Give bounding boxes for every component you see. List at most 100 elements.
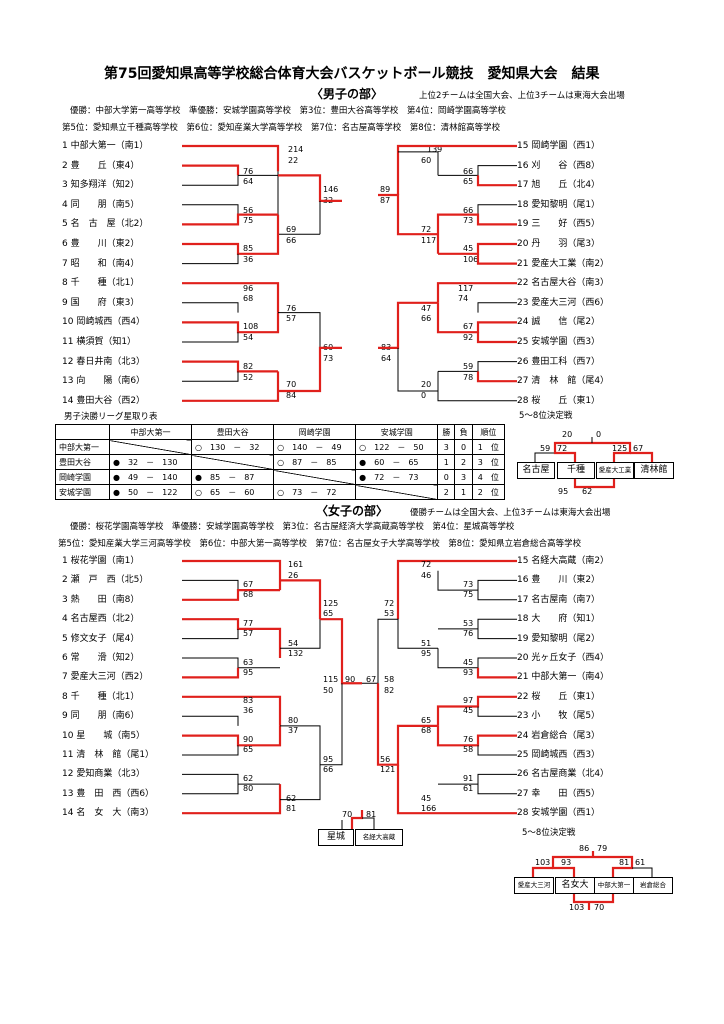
boys-place-title: 5～8位決定戦 (519, 411, 573, 421)
bracket-line (182, 213, 278, 226)
bracket-line (572, 893, 615, 904)
score-label: 66 (286, 236, 297, 245)
score-label: 36 (243, 706, 254, 715)
bracket-line (476, 253, 517, 265)
league-cell (108, 439, 193, 455)
score-label: 93 (463, 668, 474, 677)
score-label: 61 (463, 784, 474, 793)
place-score: 67 (633, 444, 644, 453)
league-caption: 男子決勝リーグ星取り表 (64, 412, 158, 422)
team-entry: 21 中部大第一（南4） (517, 672, 610, 683)
score-label: 66 (463, 167, 474, 176)
girls-results-line-1: 優勝：桜花学園高等学校 準優勝：安城学園高等学校 第3位：名古屋経済大学高蔵高等… (70, 522, 515, 532)
league-header-cell (55, 424, 110, 440)
score-label: 73 (323, 354, 334, 363)
bracket-line (477, 204, 517, 215)
bracket-line (182, 579, 239, 591)
score-label: 139 (427, 145, 443, 154)
league-cell (355, 484, 439, 500)
team-entry: 26 名古屋商業（北4） (517, 769, 610, 780)
score-label: 54 (288, 639, 299, 648)
league-cell: 2 位 (471, 484, 506, 500)
team-entry: 28 安城学園（西1） (517, 808, 601, 819)
score-label: 66 (323, 765, 334, 774)
league-cell (191, 454, 275, 470)
team-entry: 12 春日井南（北3） (62, 356, 146, 367)
score-label: 52 (243, 373, 254, 382)
score-label: 125 (323, 599, 339, 608)
score-label: 77 (243, 619, 254, 628)
score-label: 56 (243, 206, 254, 215)
league-cell: ● 50 － 122 (108, 484, 193, 500)
score-label: 36 (243, 255, 254, 264)
team-entry: 22 桜 丘（東1） (517, 691, 601, 702)
team-entry: 2 豊 丘（東4） (62, 160, 140, 171)
bracket-line (396, 559, 517, 620)
bracket-line (182, 657, 280, 669)
team-entry: 10 星 城（南5） (62, 730, 146, 741)
team-entry: 4 名古屋西（北2） (62, 614, 140, 625)
league-header-cell: 豊田大谷 (191, 424, 275, 440)
team-entry: 27 幸 田（西5） (517, 788, 601, 799)
team-entry: 21 愛産大工業（南2） (517, 258, 610, 269)
place-team: 岩倉総合 (633, 877, 673, 894)
place-score: 61 (635, 858, 646, 867)
team-entry: 11 横須賀（知1） (62, 337, 137, 347)
team-entry: 14 名 女 大（南3） (62, 808, 155, 819)
score-label: 80 (288, 716, 299, 725)
team-entry: 13 豊 田 西（西6） (62, 788, 155, 799)
score-label: 90 (243, 735, 254, 744)
team-entry: 4 同 朋（南5） (62, 199, 140, 210)
place-team: 千種 (557, 462, 595, 479)
bracket-line (397, 347, 438, 392)
score-label: 84 (286, 391, 297, 400)
league-cell (273, 469, 357, 485)
score-label: 64 (381, 354, 392, 363)
score-label: 64 (243, 177, 254, 186)
score-label: 90 (345, 675, 356, 684)
bracket-line (476, 175, 517, 187)
page-title: 第75回愛知県高等学校総合体育大会バスケットボール競技 愛知県大会 結果 (104, 66, 600, 82)
place-team: 名古屋 (517, 462, 555, 479)
score-label: 161 (288, 560, 304, 569)
score-label: 59 (463, 362, 474, 371)
score-label: 97 (463, 696, 474, 705)
bracket-line (278, 346, 342, 393)
boys-results-line-1: 優勝：中部大学第一高等学校 準優勝：安城学園高等学校 第3位：豊田大谷高等学校 … (70, 106, 506, 116)
team-entry: 5 名 古 屋（北2） (62, 219, 149, 230)
score-label: 73 (463, 216, 474, 225)
league-header-cell: 順位 (471, 424, 506, 440)
score-label: 85 (243, 244, 254, 253)
place-score: 103 (569, 903, 585, 912)
girls-results-line-2: 第5位：愛知産業大学三河高等学校 第6位：中部大第一高等学校 第7位：名古屋女子… (58, 539, 582, 549)
score-label: 76 (463, 735, 474, 744)
score-label: 92 (463, 333, 474, 342)
bracket-line (280, 764, 321, 801)
bracket-line (436, 725, 517, 747)
score-label: 87 (380, 196, 391, 205)
girls-final-score-left: 70 (342, 810, 353, 819)
league-cell: ● 60 － 65 (355, 454, 439, 470)
bracket-line (551, 855, 593, 877)
score-label: 69 (286, 225, 297, 234)
score-label: 76 (286, 304, 297, 313)
score-label: 45 (463, 244, 474, 253)
team-entry: 19 三 好（西5） (517, 219, 601, 230)
bracket-line (477, 706, 517, 717)
team-entry: 7 愛産大三河（西2） (62, 672, 149, 683)
score-label: 72 (421, 225, 432, 234)
score-label: 75 (463, 590, 474, 599)
bracket-line (280, 579, 322, 620)
league-cell: ○ 130 － 32 (191, 439, 275, 455)
bracket-line (398, 151, 439, 176)
bracket-line (182, 371, 239, 382)
bracket-line (277, 171, 320, 235)
place-score: 86 (579, 844, 590, 853)
score-label: 117 (421, 236, 437, 245)
score-label: 95 (243, 668, 254, 677)
bracket-line (476, 667, 517, 679)
team-entry: 26 豊田工科（西7） (517, 356, 601, 367)
league-cell: 2 (437, 484, 456, 500)
score-label: 74 (458, 294, 469, 303)
score-label: 68 (243, 590, 254, 599)
